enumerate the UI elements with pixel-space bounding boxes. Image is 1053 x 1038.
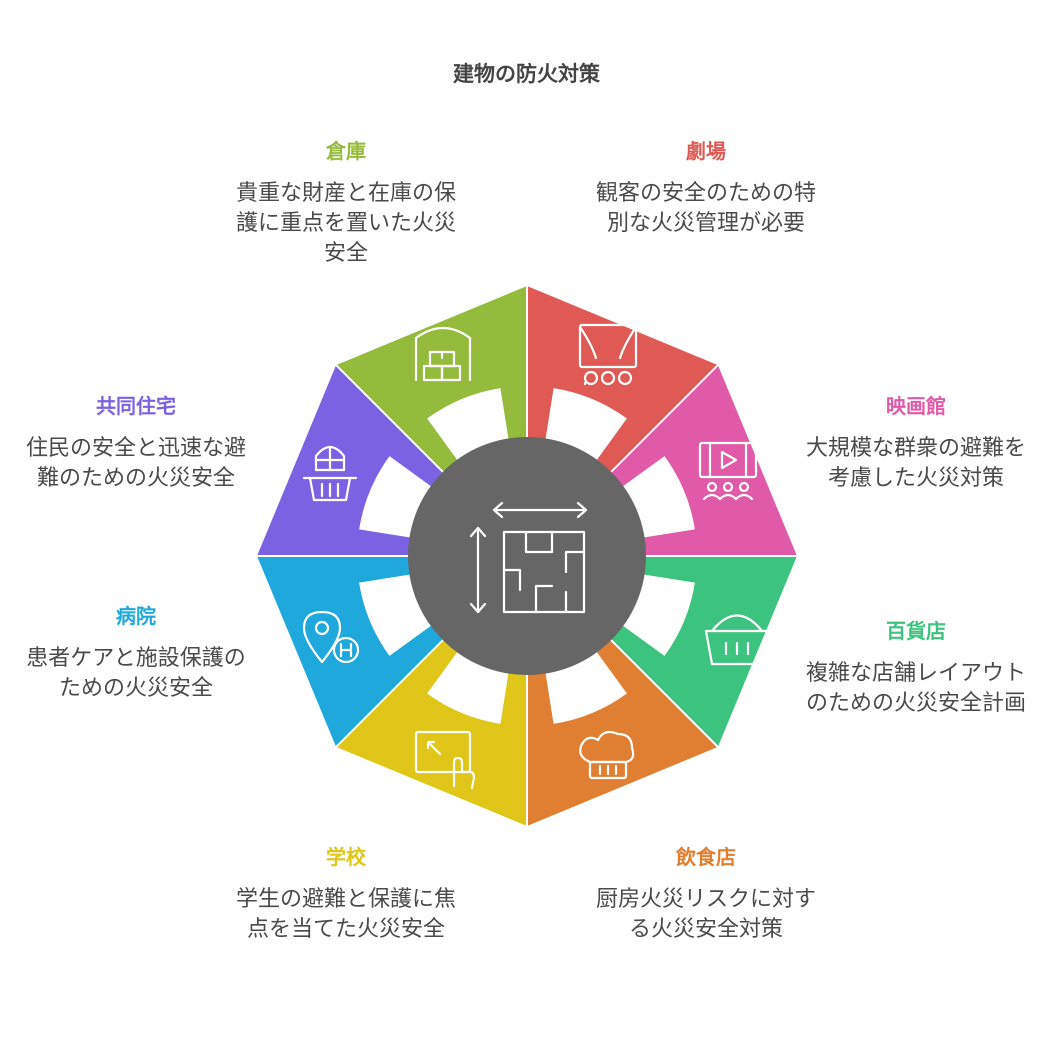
segment-theater bbox=[527, 286, 718, 556]
segment-department-store bbox=[527, 556, 797, 747]
diagram-title: 建物の防火対策 bbox=[453, 62, 600, 86]
segment-apartment bbox=[257, 365, 527, 556]
segment-hospital bbox=[257, 556, 527, 747]
segment-title: 倉庫 bbox=[326, 139, 366, 163]
segment-title: 学校 bbox=[326, 845, 366, 869]
segment-title: 飲食店 bbox=[676, 845, 736, 869]
segment-description: 複雑な店舗レイアウトのための火災安全計画 bbox=[805, 661, 1026, 716]
segment-label-theater: 劇場 観客の安全のための特別な火災管理が必要 bbox=[586, 137, 826, 239]
segment-label-restaurant: 飲食店 厨房火災リスクに対する火災安全対策 bbox=[586, 843, 826, 945]
segment-warehouse bbox=[336, 286, 527, 556]
segment-title: 病院 bbox=[116, 604, 156, 628]
segment-description: 観客の安全のための特別な火災管理が必要 bbox=[595, 181, 816, 236]
segment-label-school: 学校 学生の避難と保護に焦点を当てた火災安全 bbox=[226, 843, 466, 945]
segment-title: 映画館 bbox=[886, 394, 946, 418]
segment-title: 共同住宅 bbox=[96, 394, 176, 418]
segment-school bbox=[336, 556, 527, 826]
touch-screen-icon bbox=[414, 730, 476, 790]
center-circle bbox=[408, 437, 646, 675]
segment-description: 学生の避難と保護に焦点を当てた火災安全 bbox=[235, 887, 456, 942]
segment-restaurant bbox=[527, 556, 718, 826]
segment-title: 劇場 bbox=[686, 139, 726, 163]
segment-description: 大規模な群衆の避難を考慮した火災対策 bbox=[805, 436, 1026, 491]
segment-description: 厨房火災リスクに対する火災安全対策 bbox=[595, 887, 816, 942]
segment-title: 百貨店 bbox=[886, 619, 946, 643]
segment-description: 貴重な財産と在庫の保護に重点を置いた火災安全 bbox=[235, 181, 456, 266]
segment-label-cinema: 映画館 大規模な群衆の避難を考慮した火災対策 bbox=[796, 392, 1036, 494]
shopping-basket-icon bbox=[704, 614, 770, 666]
segment-label-department-store: 百貨店 複雑な店舗レイアウトのための火災安全計画 bbox=[796, 617, 1036, 719]
hospital-location-icon bbox=[302, 610, 360, 664]
chef-hat-icon bbox=[579, 730, 635, 780]
floor-plan-icon bbox=[469, 501, 588, 614]
segment-description: 住民の安全と迅速な避難のための火災安全 bbox=[25, 436, 246, 491]
segment-cinema bbox=[527, 365, 797, 556]
cinema-film-icon bbox=[698, 441, 758, 501]
segment-label-warehouse: 倉庫 貴重な財産と在庫の保護に重点を置いた火災安全 bbox=[226, 137, 466, 269]
apartment-balcony-icon bbox=[302, 445, 358, 502]
segment-label-hospital: 病院 患者ケアと施設保護のための火災安全 bbox=[16, 602, 256, 704]
warehouse-icon bbox=[414, 326, 472, 382]
segment-label-apartment: 共同住宅 住民の安全と迅速な避難のための火災安全 bbox=[16, 392, 256, 494]
segment-description: 患者ケアと施設保護のための火災安全 bbox=[26, 646, 246, 701]
theater-curtain-icon bbox=[578, 323, 638, 386]
